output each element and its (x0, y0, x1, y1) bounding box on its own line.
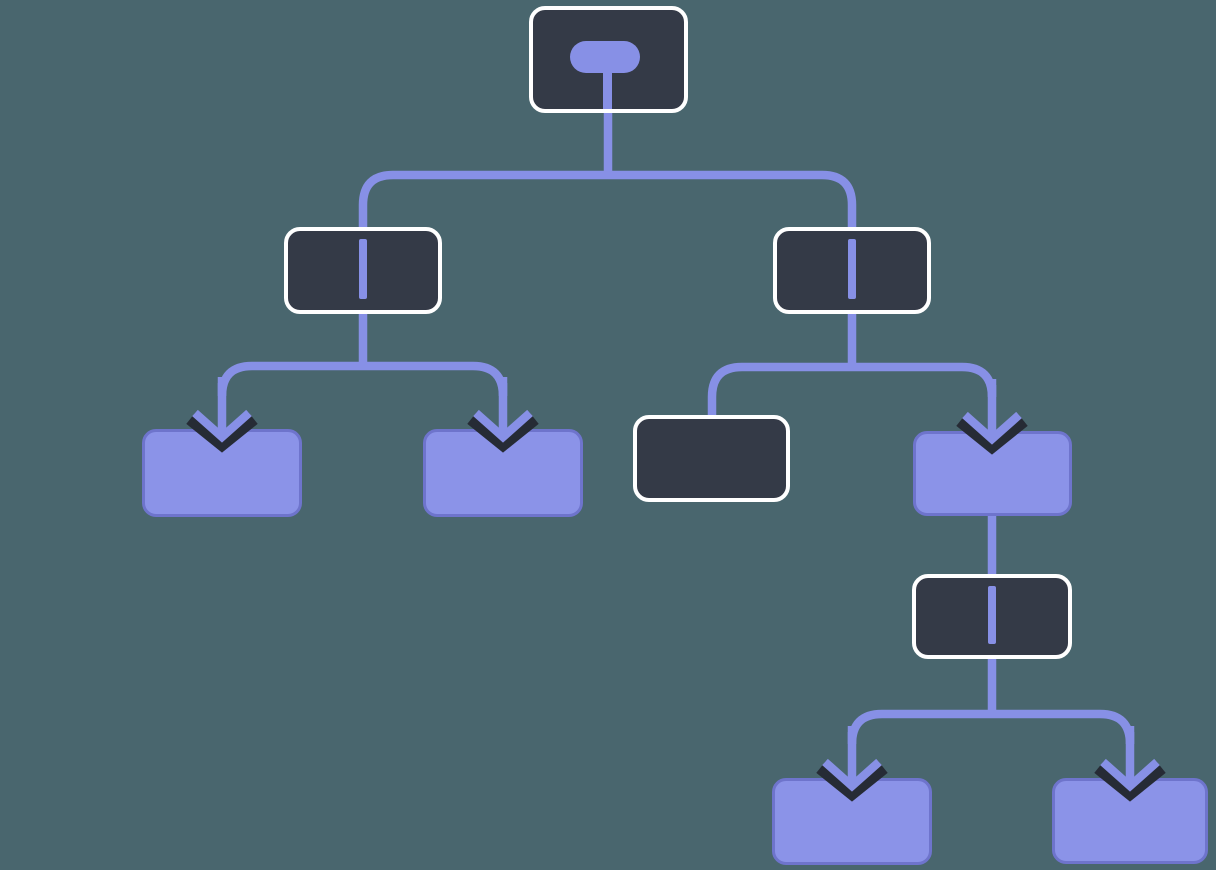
arrow-down-icon (186, 377, 258, 453)
node-branch-right (773, 227, 931, 314)
node-branch-left (284, 227, 442, 314)
pill-stem (603, 70, 612, 109)
pass-through-line (848, 239, 856, 299)
edge-root-branches (358, 170, 857, 231)
pass-through-line (988, 586, 996, 644)
pass-through-line (359, 239, 367, 299)
node-branch-lower (912, 574, 1072, 659)
arrow-down-icon (1094, 726, 1166, 802)
arrow-down-icon (956, 379, 1028, 455)
node-root (529, 6, 688, 113)
arrow-down-icon (467, 377, 539, 453)
pill-icon (570, 41, 640, 73)
node-plain (633, 415, 790, 502)
arrow-down-icon (816, 726, 888, 802)
